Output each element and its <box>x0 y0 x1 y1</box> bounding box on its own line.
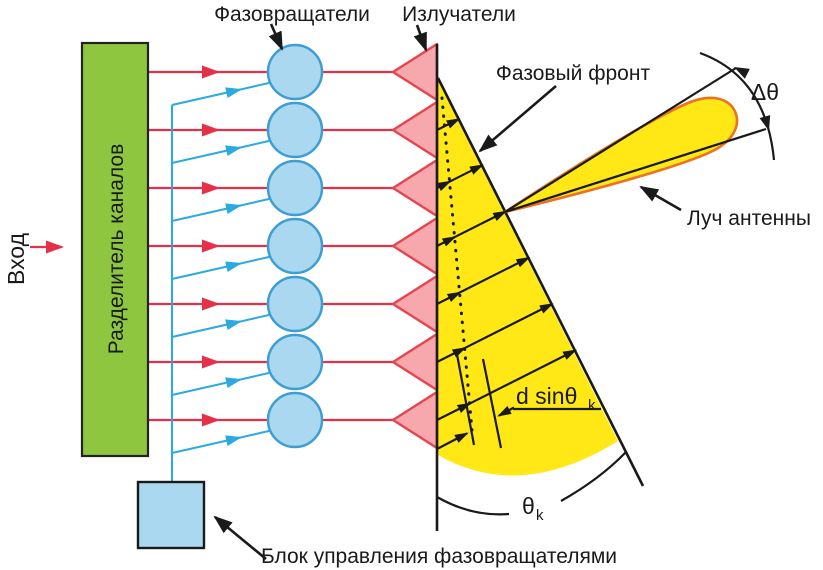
beamwidth-line-lower <box>504 127 767 214</box>
phase-shifter-circle <box>266 159 324 217</box>
radiator-triangle <box>391 274 439 334</box>
ray-arrow <box>436 291 462 305</box>
dimension-arrow <box>436 432 469 450</box>
channel-splitter-label: Разделитель каналов <box>105 144 128 354</box>
input-label: Вход <box>3 232 29 285</box>
phase-shifters-label: Фазовращатели <box>214 3 370 26</box>
antenna-beam-arrow <box>639 185 682 212</box>
ray-arrow <box>456 256 531 296</box>
ray-arrows <box>436 118 577 421</box>
control-unit-arrow <box>213 515 267 561</box>
callout-arrows <box>213 23 682 561</box>
radiators-arrow <box>413 24 428 52</box>
phase-shifter-circle <box>266 333 324 391</box>
dimension-tick <box>454 348 476 446</box>
ray-arrow <box>446 164 484 185</box>
phase-shifters-arrow <box>268 23 284 51</box>
steering-angle-label: θ <box>522 493 535 519</box>
phase-shifter-circle <box>266 275 324 333</box>
phase-shifter-circle <box>266 101 324 159</box>
radiator-triangle <box>391 42 439 102</box>
phase-shifter-circle <box>266 217 324 275</box>
ray-arrow <box>436 347 467 363</box>
control-bus <box>171 81 272 482</box>
delta-theta-label: Δθ <box>751 79 779 105</box>
beamwidth-line-upper <box>504 67 737 213</box>
phase-front-arrow <box>478 85 557 153</box>
phase-front-wedge <box>438 80 618 476</box>
delta-theta-arc <box>699 51 776 161</box>
theta-arc <box>560 451 627 502</box>
ray-arrow <box>436 402 472 421</box>
antenna-beam-label: Луч антенны <box>687 207 811 230</box>
control-unit-box <box>136 480 206 550</box>
wavefront-dotted-line <box>440 96 474 432</box>
radiator-triangle <box>391 158 439 218</box>
control-unit-label: Блок управления фазовращателями <box>261 545 617 568</box>
dimension-tick <box>481 358 503 449</box>
radiator-triangle <box>391 332 439 392</box>
phase-front-label: Фазовый фронт <box>496 62 651 85</box>
phase-shifter-circle <box>266 43 324 101</box>
radiators-label: Излучатели <box>402 3 516 26</box>
path-difference-label: d sinθ <box>516 383 577 409</box>
phase-shifter-circle <box>266 391 324 449</box>
ray-arrow <box>436 118 461 131</box>
dimension-arrow <box>497 405 515 417</box>
phase-shifters <box>266 43 324 449</box>
radiator-triangle <box>391 216 439 276</box>
delta-theta-arrowhead <box>734 67 750 79</box>
theta-arc <box>436 496 510 516</box>
steering-angle-subscript: k <box>536 507 544 524</box>
channel-splitter-box <box>80 41 150 458</box>
radiators <box>391 42 439 450</box>
delta-theta-arrowhead <box>759 115 771 131</box>
ray-arrow <box>461 303 554 351</box>
radiator-triangle <box>391 100 439 160</box>
path-difference-subscript: k <box>588 397 596 414</box>
phase-front-line <box>436 77 645 487</box>
radiator-triangle <box>391 390 439 450</box>
ray-arrow <box>466 349 577 407</box>
path-difference-dimension <box>436 348 601 450</box>
ray-arrow <box>451 210 508 240</box>
